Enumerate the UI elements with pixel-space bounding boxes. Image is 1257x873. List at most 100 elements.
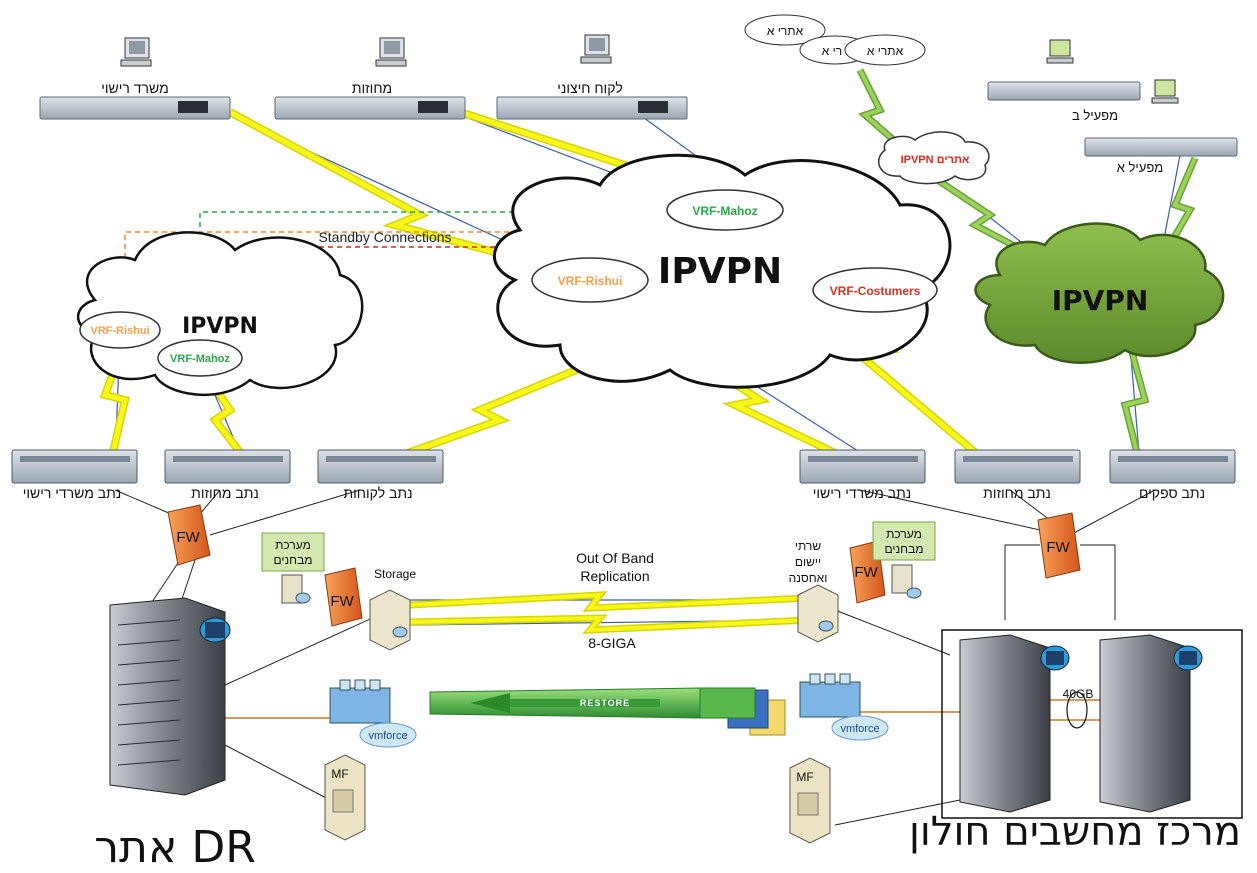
- top-router-districts: [274, 96, 466, 120]
- dr-test-system: מערכת מבחנים: [261, 532, 325, 604]
- vrf-rishui-cloud: VRF-Rishui: [531, 257, 649, 303]
- svg-text:IPVPN: IPVPN: [658, 251, 782, 292]
- holon-storage-label-1: שרתי: [795, 539, 821, 553]
- svg-text:רי א: רי א: [822, 44, 842, 58]
- holon-storage-label-3: ואחסנה: [789, 571, 828, 585]
- holon-router-licensing-label: נתב משרדי רישוי: [813, 485, 911, 501]
- link-bundle-ring: [1066, 691, 1088, 729]
- central-ipvpn-cloud: IPVPN: [492, 153, 952, 389]
- svg-text:IPVPN: IPVPN: [182, 314, 258, 339]
- dr-mainframe: MF: [324, 754, 366, 841]
- top-site-districts-label: מחוזות: [352, 80, 392, 96]
- pc-icon: [580, 34, 612, 64]
- top-site-operator-a-label: מפעיל א: [1117, 160, 1163, 175]
- dr-router-customers: [317, 449, 444, 484]
- pc-icon: [120, 37, 152, 67]
- dr-storage-label: Storage: [374, 567, 416, 581]
- holon-mainframe: MF: [789, 757, 831, 844]
- giga-label: 8-GIGA: [588, 635, 636, 651]
- replication-label-line1: Out Of Band: [576, 550, 654, 566]
- svg-text:VRF-Rishui: VRF-Rishui: [90, 325, 149, 337]
- svg-text:VRF-Costumers: VRF-Costumers: [830, 284, 921, 298]
- svg-text:מבחנים: מבחנים: [273, 553, 312, 567]
- svg-text:RESTORE: RESTORE: [580, 698, 630, 708]
- holon-router-suppliers: [1109, 449, 1236, 484]
- dr-router-licensing-label: נתב משרדי רישוי: [23, 485, 121, 501]
- holon-router-districts: [954, 449, 1081, 484]
- dr-vrf-rishui-cloud: VRF-Rishui: [79, 311, 161, 349]
- svg-text:VRF-Rishui: VRF-Rishui: [558, 274, 623, 288]
- svg-text:מערכת: מערכת: [275, 538, 311, 552]
- svg-text:vmforce: vmforce: [368, 730, 407, 742]
- top-router-licensing: [39, 96, 231, 120]
- svg-text:VRF-Mahoz: VRF-Mahoz: [170, 353, 230, 365]
- vrf-mahoz-cloud: VRF-Mahoz: [666, 189, 784, 231]
- dr-vmforce: vmforce: [329, 679, 417, 748]
- top-site-customer-label: לקוח חיצוני: [557, 80, 622, 96]
- svg-text:MF: MF: [796, 770, 813, 784]
- pc-icon: [1151, 79, 1179, 104]
- lightning-green-ipvpn-down-inner: [1122, 344, 1148, 466]
- svg-text:FW: FW: [1046, 539, 1070, 556]
- remote-site-cloud-3: אתרי א: [844, 34, 926, 66]
- holon-router-districts-label: נתב מחוזות: [983, 485, 1051, 501]
- lightning-sites-down-inner: [858, 69, 907, 152]
- holon-site-title: מרכז מחשבים חולון: [909, 809, 1241, 855]
- link-40gb-label: 40GB: [1063, 687, 1094, 701]
- dr-site-title: אתר DR: [94, 822, 256, 873]
- top-site-operator-b-label: מפעיל ב: [1072, 108, 1118, 123]
- svg-text:IPVPN: IPVPN: [1052, 284, 1149, 317]
- svg-text:מערכת: מערכת: [886, 527, 922, 541]
- dr-vrf-mahoz-cloud: VRF-Mahoz: [157, 339, 243, 377]
- holon-storage: [797, 584, 839, 643]
- svg-text:מבחנים: מבחנים: [884, 542, 923, 556]
- top-router-operator-a: [1084, 137, 1238, 157]
- holon-vmforce: vmforce: [799, 673, 889, 741]
- router-row: [11, 449, 1236, 484]
- remote-site-cloud-1: אתרי א: [744, 14, 826, 46]
- holon-router-suppliers-label: נתב ספקים: [1139, 485, 1205, 501]
- holon-router-licensing: [799, 449, 926, 484]
- top-router-operator-b: [987, 81, 1141, 101]
- pc-icon: [1046, 39, 1074, 64]
- top-router-customer: [496, 96, 688, 120]
- svg-text:VRF-Mahoz: VRF-Mahoz: [692, 204, 757, 218]
- dr-router-districts: [164, 449, 291, 484]
- svg-text:FW: FW: [330, 593, 354, 610]
- holon-datacenter-frame: [941, 629, 1243, 819]
- restore-arrow: RESTORE: [429, 687, 786, 736]
- dr-virtualization-icon: [199, 617, 231, 643]
- top-site-licensing-label: משרד רישוי: [101, 80, 168, 96]
- dr-router-customers-label: נתב לקוחות: [343, 485, 412, 501]
- svg-text:אתרי א: אתרי א: [767, 24, 804, 38]
- dr-storage: [369, 589, 411, 651]
- pc-icon: [375, 37, 407, 67]
- holon-virtualization-icon-1: [1040, 645, 1070, 671]
- holon-storage-label-2: יישום: [795, 555, 821, 569]
- dr-router-districts-label: נתב מחוזות: [191, 485, 259, 501]
- dr-firewall: FW: [167, 504, 211, 566]
- svg-text:אתרי א: אתרי א: [867, 44, 904, 58]
- holon-firewall: FW: [1037, 512, 1081, 579]
- holon-virtualization-icon-2: [1173, 645, 1203, 671]
- lightning-licensing-inner: [228, 109, 591, 281]
- dr-storage-firewall: FW: [324, 567, 363, 627]
- standby-connections-label: Standby Connections: [318, 229, 451, 245]
- dr-server-rack: [109, 597, 226, 796]
- sites-ipvpn-cloud: IPVPN אתרים: [878, 131, 990, 185]
- dr-router-licensing: [11, 449, 138, 484]
- svg-text:FW: FW: [176, 529, 200, 546]
- svg-text:MF: MF: [331, 767, 348, 781]
- svg-text:FW: FW: [854, 564, 878, 581]
- vrf-costumers-cloud: VRF-Costumers: [812, 267, 938, 313]
- svg-text:vmforce: vmforce: [840, 723, 879, 735]
- holon-server-rack-1: [959, 634, 1051, 813]
- operators-ipvpn-cloud: IPVPN: [974, 222, 1225, 364]
- lightning-central-to-dr-customers-inner: [359, 357, 601, 473]
- svg-text:IPVPN אתרים: IPVPN אתרים: [901, 154, 970, 166]
- holon-test-system: מערכת מבחנים: [872, 521, 936, 599]
- dr-ipvpn-cloud: IPVPN: [76, 231, 364, 396]
- holon-server-rack-2: [1099, 634, 1191, 813]
- replication-label-line2: Replication: [580, 568, 649, 584]
